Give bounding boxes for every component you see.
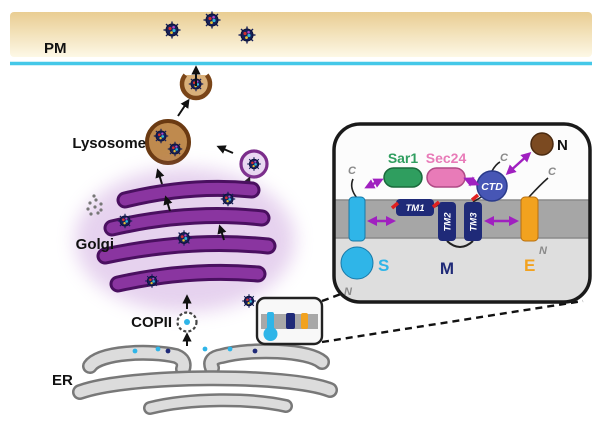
callout-dashed-line xyxy=(321,292,342,303)
mini-m-protein xyxy=(286,313,295,329)
inset-panel: S N C Sar1 Sec24 TM1 TM2 xyxy=(332,122,592,304)
golgi-apparatus: Golgi xyxy=(75,168,295,312)
lysosome: Lysosome xyxy=(72,98,191,165)
n-label: N xyxy=(557,137,568,154)
mutation-mark xyxy=(390,201,400,210)
virus-particle xyxy=(175,229,193,247)
m-loop xyxy=(446,240,474,248)
golgi-label: Golgi xyxy=(76,236,114,253)
plasma-membrane: PM xyxy=(10,12,592,66)
s-tm-helix xyxy=(348,196,366,242)
pm-label: PM xyxy=(44,40,67,57)
virus-particle xyxy=(246,156,262,172)
s-nterm-label: N xyxy=(344,286,353,298)
e-tm-helix xyxy=(520,196,539,242)
tm3-helix xyxy=(464,202,482,241)
e-nterm-label: N xyxy=(539,245,548,257)
virus-particle xyxy=(144,273,160,289)
tm2-label: TM2 xyxy=(443,212,454,232)
s-protein: S N C xyxy=(340,165,389,298)
er-cargo-dots xyxy=(132,346,258,354)
inset-border xyxy=(332,122,592,304)
lysosome-label: Lysosome xyxy=(72,135,146,152)
e-protein: E N C xyxy=(520,166,557,275)
endoplasmic-reticulum: ER xyxy=(52,343,338,415)
virus-particle xyxy=(241,293,257,309)
sec24-protein xyxy=(426,167,466,188)
mutation-mark xyxy=(431,200,441,209)
m-protein: TM1 TM2 TM3 CTD M C xyxy=(390,152,509,278)
virus-particle xyxy=(237,25,257,45)
mutation-mark xyxy=(470,193,480,202)
tm1-label: TM1 xyxy=(406,203,425,214)
virus-particle xyxy=(202,10,222,30)
s-ectodomain xyxy=(340,246,374,280)
sar1-protein xyxy=(383,167,423,188)
ctd-label: CTD xyxy=(481,181,503,193)
interaction-arrow xyxy=(463,176,480,187)
mini-e-protein xyxy=(301,313,308,329)
fusion-vesicle xyxy=(179,65,213,101)
er-membranes xyxy=(72,343,338,415)
ctd-cterm-line xyxy=(491,161,501,172)
mini-callout-box xyxy=(241,292,584,346)
virus-particle xyxy=(220,191,236,207)
n-body xyxy=(530,132,554,156)
e-cterm-line xyxy=(528,177,549,198)
n-protein: N xyxy=(530,132,568,156)
interaction-arrow xyxy=(364,178,384,189)
copii-adaptors: Sar1 Sec24 xyxy=(383,150,467,188)
sec24-label: Sec24 xyxy=(426,150,467,166)
lysosome-body xyxy=(145,119,191,165)
tm3-label: TM3 xyxy=(469,212,480,232)
copii-vesicle-group: COPII xyxy=(131,294,198,346)
callout-dashed-line xyxy=(321,299,584,344)
golgi-stack xyxy=(119,182,258,206)
mini-s-ectodomain xyxy=(263,327,278,341)
interaction-arrows xyxy=(364,151,532,227)
e-cterm-label: C xyxy=(548,166,557,178)
trafficking-arrow xyxy=(155,168,165,185)
s-label: S xyxy=(378,256,389,275)
tm2-helix xyxy=(438,202,456,241)
sar1-label: Sar1 xyxy=(388,150,419,166)
virus-particle xyxy=(117,213,133,229)
tm1-helix xyxy=(396,199,434,216)
speckled-vesicle xyxy=(86,194,103,216)
trafficking-arrow xyxy=(163,195,173,212)
virus-particle xyxy=(153,128,169,144)
m-label: M xyxy=(440,259,454,278)
copii-label: COPII xyxy=(131,314,172,331)
interaction-arrow xyxy=(505,151,532,176)
er-label: ER xyxy=(52,372,73,389)
inset-lumen xyxy=(334,238,590,302)
e-label: E xyxy=(524,256,535,275)
mini-s-tm xyxy=(267,312,274,330)
trafficking-arrow xyxy=(216,145,234,154)
golgi-stack xyxy=(112,266,264,290)
extracellular-band xyxy=(10,12,592,57)
trafficking-arrow xyxy=(177,98,190,117)
virus-particle xyxy=(167,141,183,157)
s-cterm-line xyxy=(350,178,358,199)
m-cterm-label: C xyxy=(500,152,509,164)
inset-clipped-content: S N C Sar1 Sec24 TM1 TM2 xyxy=(334,132,590,302)
s-cterm-label: C xyxy=(348,165,357,177)
trafficking-arrow xyxy=(217,224,227,241)
golgi-cisternae xyxy=(96,179,277,293)
virus-particle xyxy=(162,20,182,40)
golgi-stack xyxy=(106,210,268,234)
golgi-stack xyxy=(99,238,274,262)
inset-membrane xyxy=(334,200,590,238)
copii-cargo xyxy=(184,319,190,325)
